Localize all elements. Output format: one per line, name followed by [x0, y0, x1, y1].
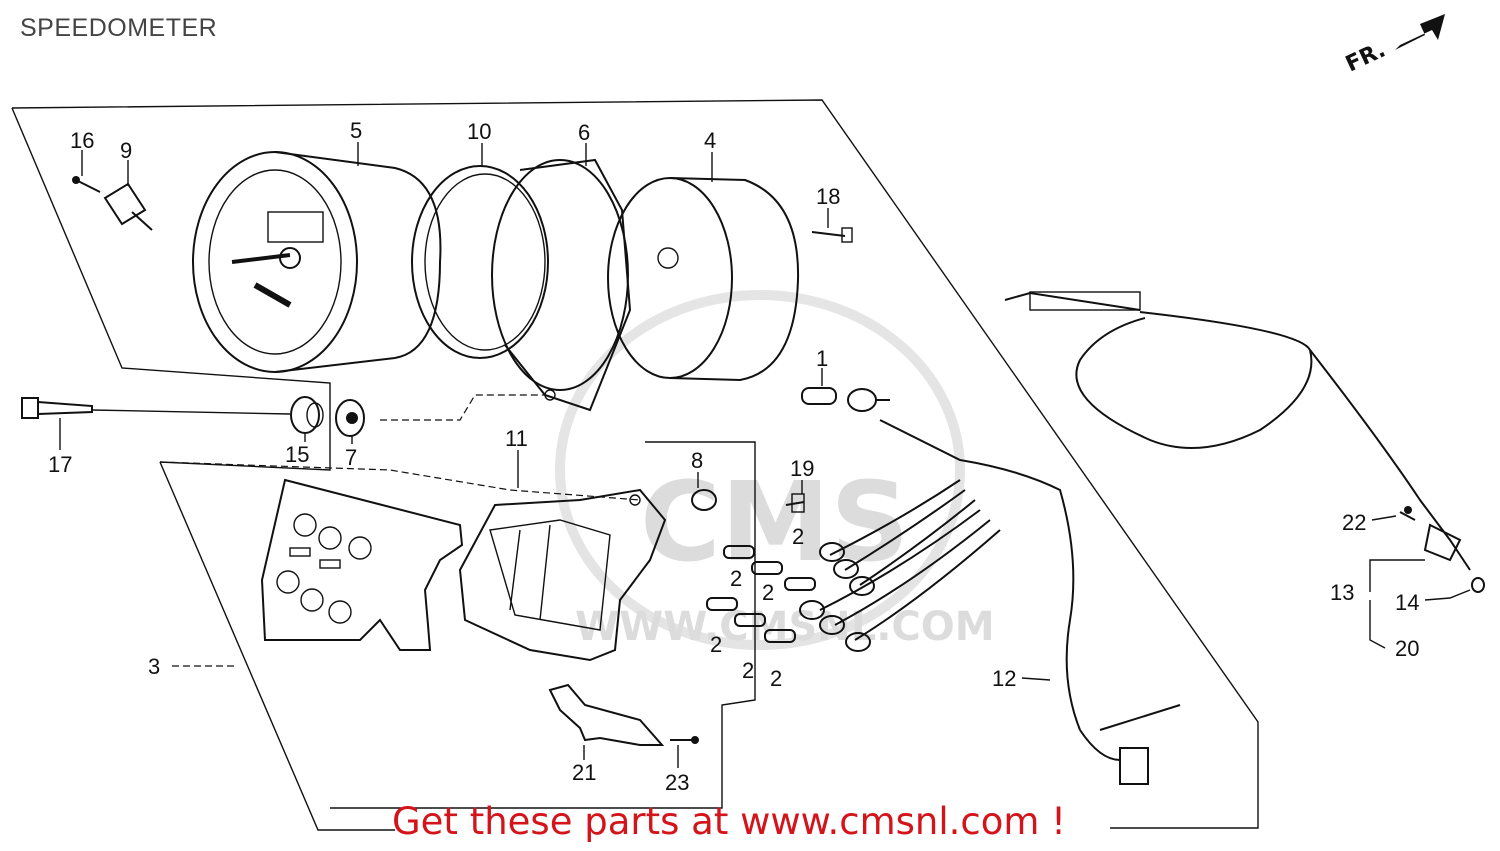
- callout-12: 12: [992, 666, 1016, 691]
- callout-8: 8: [691, 448, 703, 473]
- wire-harness: [799, 419, 1181, 785]
- callout-18: 18: [816, 184, 840, 209]
- callout-numbers: 16 9 5 10 6 4 18 1 17 15 7 11 8 19 2 2 2…: [48, 118, 1419, 795]
- callout-23: 23: [665, 770, 689, 795]
- screw-22: [1399, 506, 1416, 521]
- callout-9: 9: [120, 138, 132, 163]
- callout-leader-lines: [59, 142, 1471, 768]
- speedometer-gauge: [192, 151, 442, 373]
- callout-2: 2: [710, 632, 722, 657]
- callout-20: 20: [1395, 636, 1419, 661]
- grommet-15: [290, 396, 324, 434]
- front-label: FR.: [1342, 38, 1389, 78]
- callout-5: 5: [350, 118, 362, 143]
- callout-11: 11: [505, 426, 528, 451]
- bulb-1: [801, 387, 890, 412]
- watermark-url: WWW.CMSNL.COM: [575, 604, 995, 650]
- reset-knob: [103, 182, 153, 231]
- callout-21: 21: [572, 760, 596, 785]
- promo-link-text[interactable]: Get these parts at www.cmsnl.com !: [392, 800, 1067, 843]
- indicator-housing: [458, 488, 667, 662]
- callout-2: 2: [792, 524, 804, 549]
- callout-13: 13: [1330, 580, 1354, 605]
- assembly-boundary-lines: [11, 99, 1259, 831]
- mounting-bracket-plate: [491, 158, 632, 412]
- watermark-text: CMS: [640, 458, 909, 586]
- callout-1: 1: [816, 346, 828, 371]
- callout-3: 3: [148, 654, 160, 679]
- callout-4: 4: [704, 128, 716, 153]
- screw-19: [785, 493, 805, 513]
- callout-6: 6: [578, 120, 590, 145]
- gauge-ring: [411, 165, 549, 359]
- nut-7: [335, 399, 365, 437]
- callout-2: 2: [770, 666, 782, 691]
- callout-2: 2: [762, 580, 774, 605]
- screw-16: [72, 176, 101, 193]
- nut-8: [691, 489, 717, 511]
- indicator-bulbs: [706, 545, 816, 643]
- callout-7: 7: [345, 445, 357, 470]
- callout-17: 17: [48, 452, 72, 477]
- callout-19: 19: [790, 456, 814, 481]
- callout-16: 16: [70, 128, 94, 153]
- speedometer-cable: [1004, 291, 1485, 593]
- callout-14: 14: [1395, 590, 1419, 615]
- gauge-case: [607, 177, 800, 382]
- callout-22: 22: [1342, 510, 1366, 535]
- diagram-title: SPEEDOMETER: [20, 14, 218, 42]
- long-bolt-17: [21, 397, 291, 419]
- callout-2: 2: [730, 566, 742, 591]
- screw-23: [670, 736, 699, 744]
- callout-15: 15: [285, 442, 309, 467]
- bolt-18: [811, 227, 853, 243]
- front-direction-indicator: FR.: [1342, 14, 1445, 77]
- small-bracket-21: [548, 683, 665, 746]
- callout-10: 10: [467, 119, 491, 144]
- callout-2: 2: [742, 658, 754, 683]
- front-arrow-icon: [1395, 14, 1445, 50]
- indicator-panel: [260, 478, 464, 651]
